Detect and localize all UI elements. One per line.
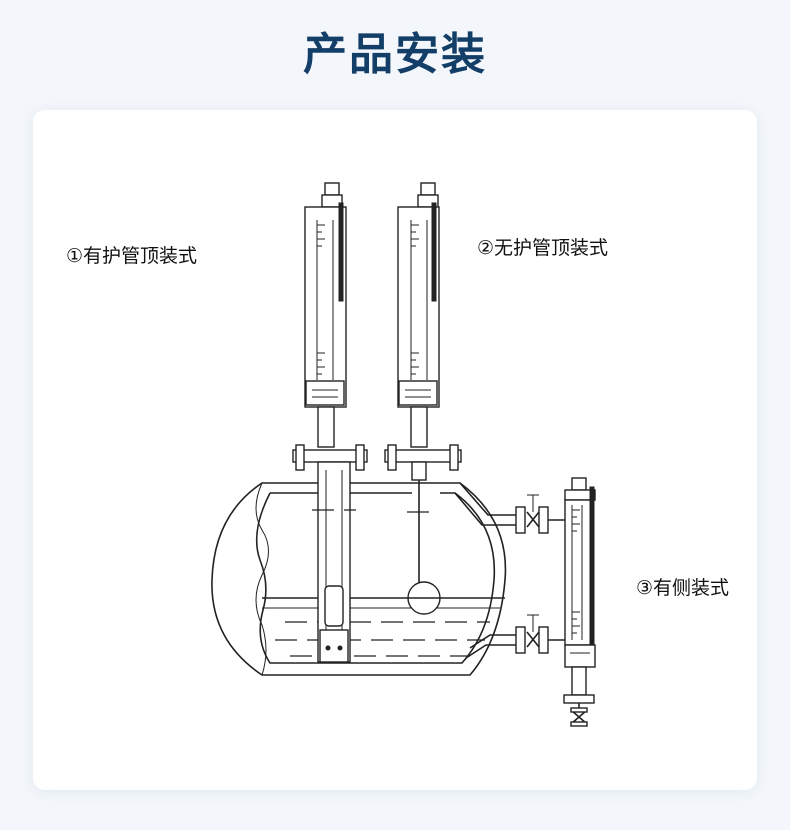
page-title: 产品安装 <box>303 29 487 80</box>
label-top-without-tube: ②无护管顶装式 <box>477 237 609 259</box>
label-top-with-tube: ①有护管顶装式 <box>66 245 198 267</box>
gauge-side-mount <box>515 477 596 727</box>
label-side-mount: ③有侧装式 <box>636 577 730 599</box>
gauge-without-tube <box>384 182 462 615</box>
tank <box>211 482 516 676</box>
gauge-with-tube <box>292 182 368 663</box>
